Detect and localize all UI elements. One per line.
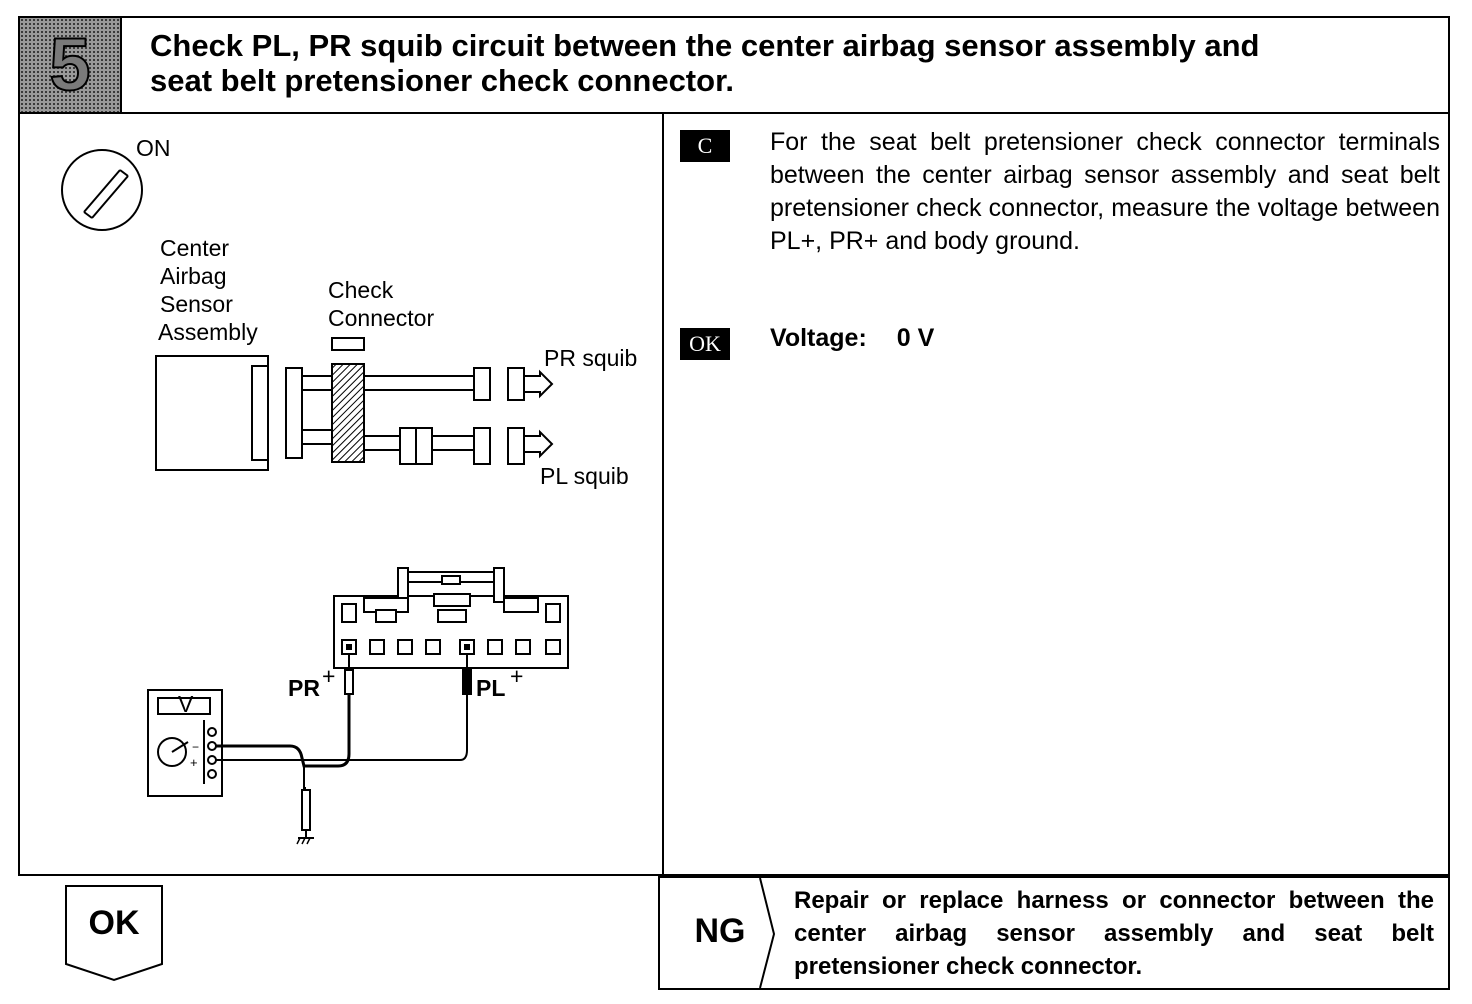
check-connector-face	[333, 567, 569, 669]
ignition-key-icon	[61, 149, 143, 231]
voltmeter: − +	[147, 689, 223, 797]
sensor-label-line-1: Center	[160, 235, 229, 261]
pr-plus-label: PR	[288, 675, 320, 701]
voltage-label: Voltage:	[770, 324, 867, 352]
step-title: Check PL, PR squib circuit between the c…	[150, 28, 1430, 98]
ng-chevron	[759, 878, 776, 988]
svg-text:−: −	[192, 740, 199, 754]
ok-flow-arrow	[65, 885, 163, 982]
ok-flow-label: OK	[88, 904, 140, 942]
expected-voltage: Voltage: 0 V	[770, 322, 1440, 355]
ng-action-text: Repair or replace harness or connector b…	[794, 887, 1434, 980]
pl-test-lead	[216, 694, 468, 761]
wiring-diagram: ON Center Airbag Sensor Assembly Check C…	[61, 135, 637, 845]
condition-tag: C	[680, 130, 730, 162]
step-content: ON Center Airbag Sensor Assembly Check C…	[18, 112, 1450, 876]
check-connector-body	[331, 363, 365, 463]
pl-plus-sign: +	[510, 663, 523, 689]
ok-tag: OK	[680, 328, 730, 360]
pl-plus-label: PL	[476, 675, 505, 701]
harness-connector	[285, 367, 303, 459]
column-divider	[662, 114, 664, 874]
svg-text:+: +	[190, 755, 198, 770]
step-number: 5	[48, 22, 91, 107]
connector-label-line-2: Connector	[328, 305, 434, 331]
ignition-on-label: ON	[136, 135, 171, 161]
connector-symbol	[331, 337, 365, 351]
center-airbag-sensor-assembly	[155, 355, 269, 471]
voltage-value: 0 V	[896, 324, 935, 352]
step-number-badge	[20, 18, 122, 112]
step-title-line-1: Check PL, PR squib circuit between the c…	[150, 28, 1260, 63]
step-title-line-2: seat belt pretensioner check connector.	[150, 63, 735, 98]
pl-squib-connector	[507, 427, 525, 465]
step-header: 5 Check PL, PR squib circuit between the…	[18, 16, 1450, 114]
sensor-label-line-4: Assembly	[158, 319, 258, 345]
pr-squib-connector	[507, 367, 525, 401]
connector-label-line-1: Check	[328, 277, 394, 303]
sensor-connector	[251, 365, 269, 461]
pr-test-lead	[216, 694, 351, 768]
pr-squib-label: PR squib	[544, 345, 637, 371]
pl-squib-label: PL squib	[540, 463, 629, 489]
measurement-instruction: For the seat belt pretensioner check con…	[770, 128, 1440, 255]
ng-action-box: NG Repair or replace harness or connecto…	[658, 876, 1450, 990]
ground-symbol-icon	[296, 837, 314, 845]
voltmeter-label: V	[178, 691, 194, 717]
ng-label: NG	[694, 912, 746, 950]
pr-plus-sign: +	[322, 663, 335, 689]
sensor-label-line-3: Sensor	[160, 291, 233, 317]
sensor-label-line-2: Airbag	[160, 263, 226, 289]
ground-probe	[301, 789, 311, 838]
